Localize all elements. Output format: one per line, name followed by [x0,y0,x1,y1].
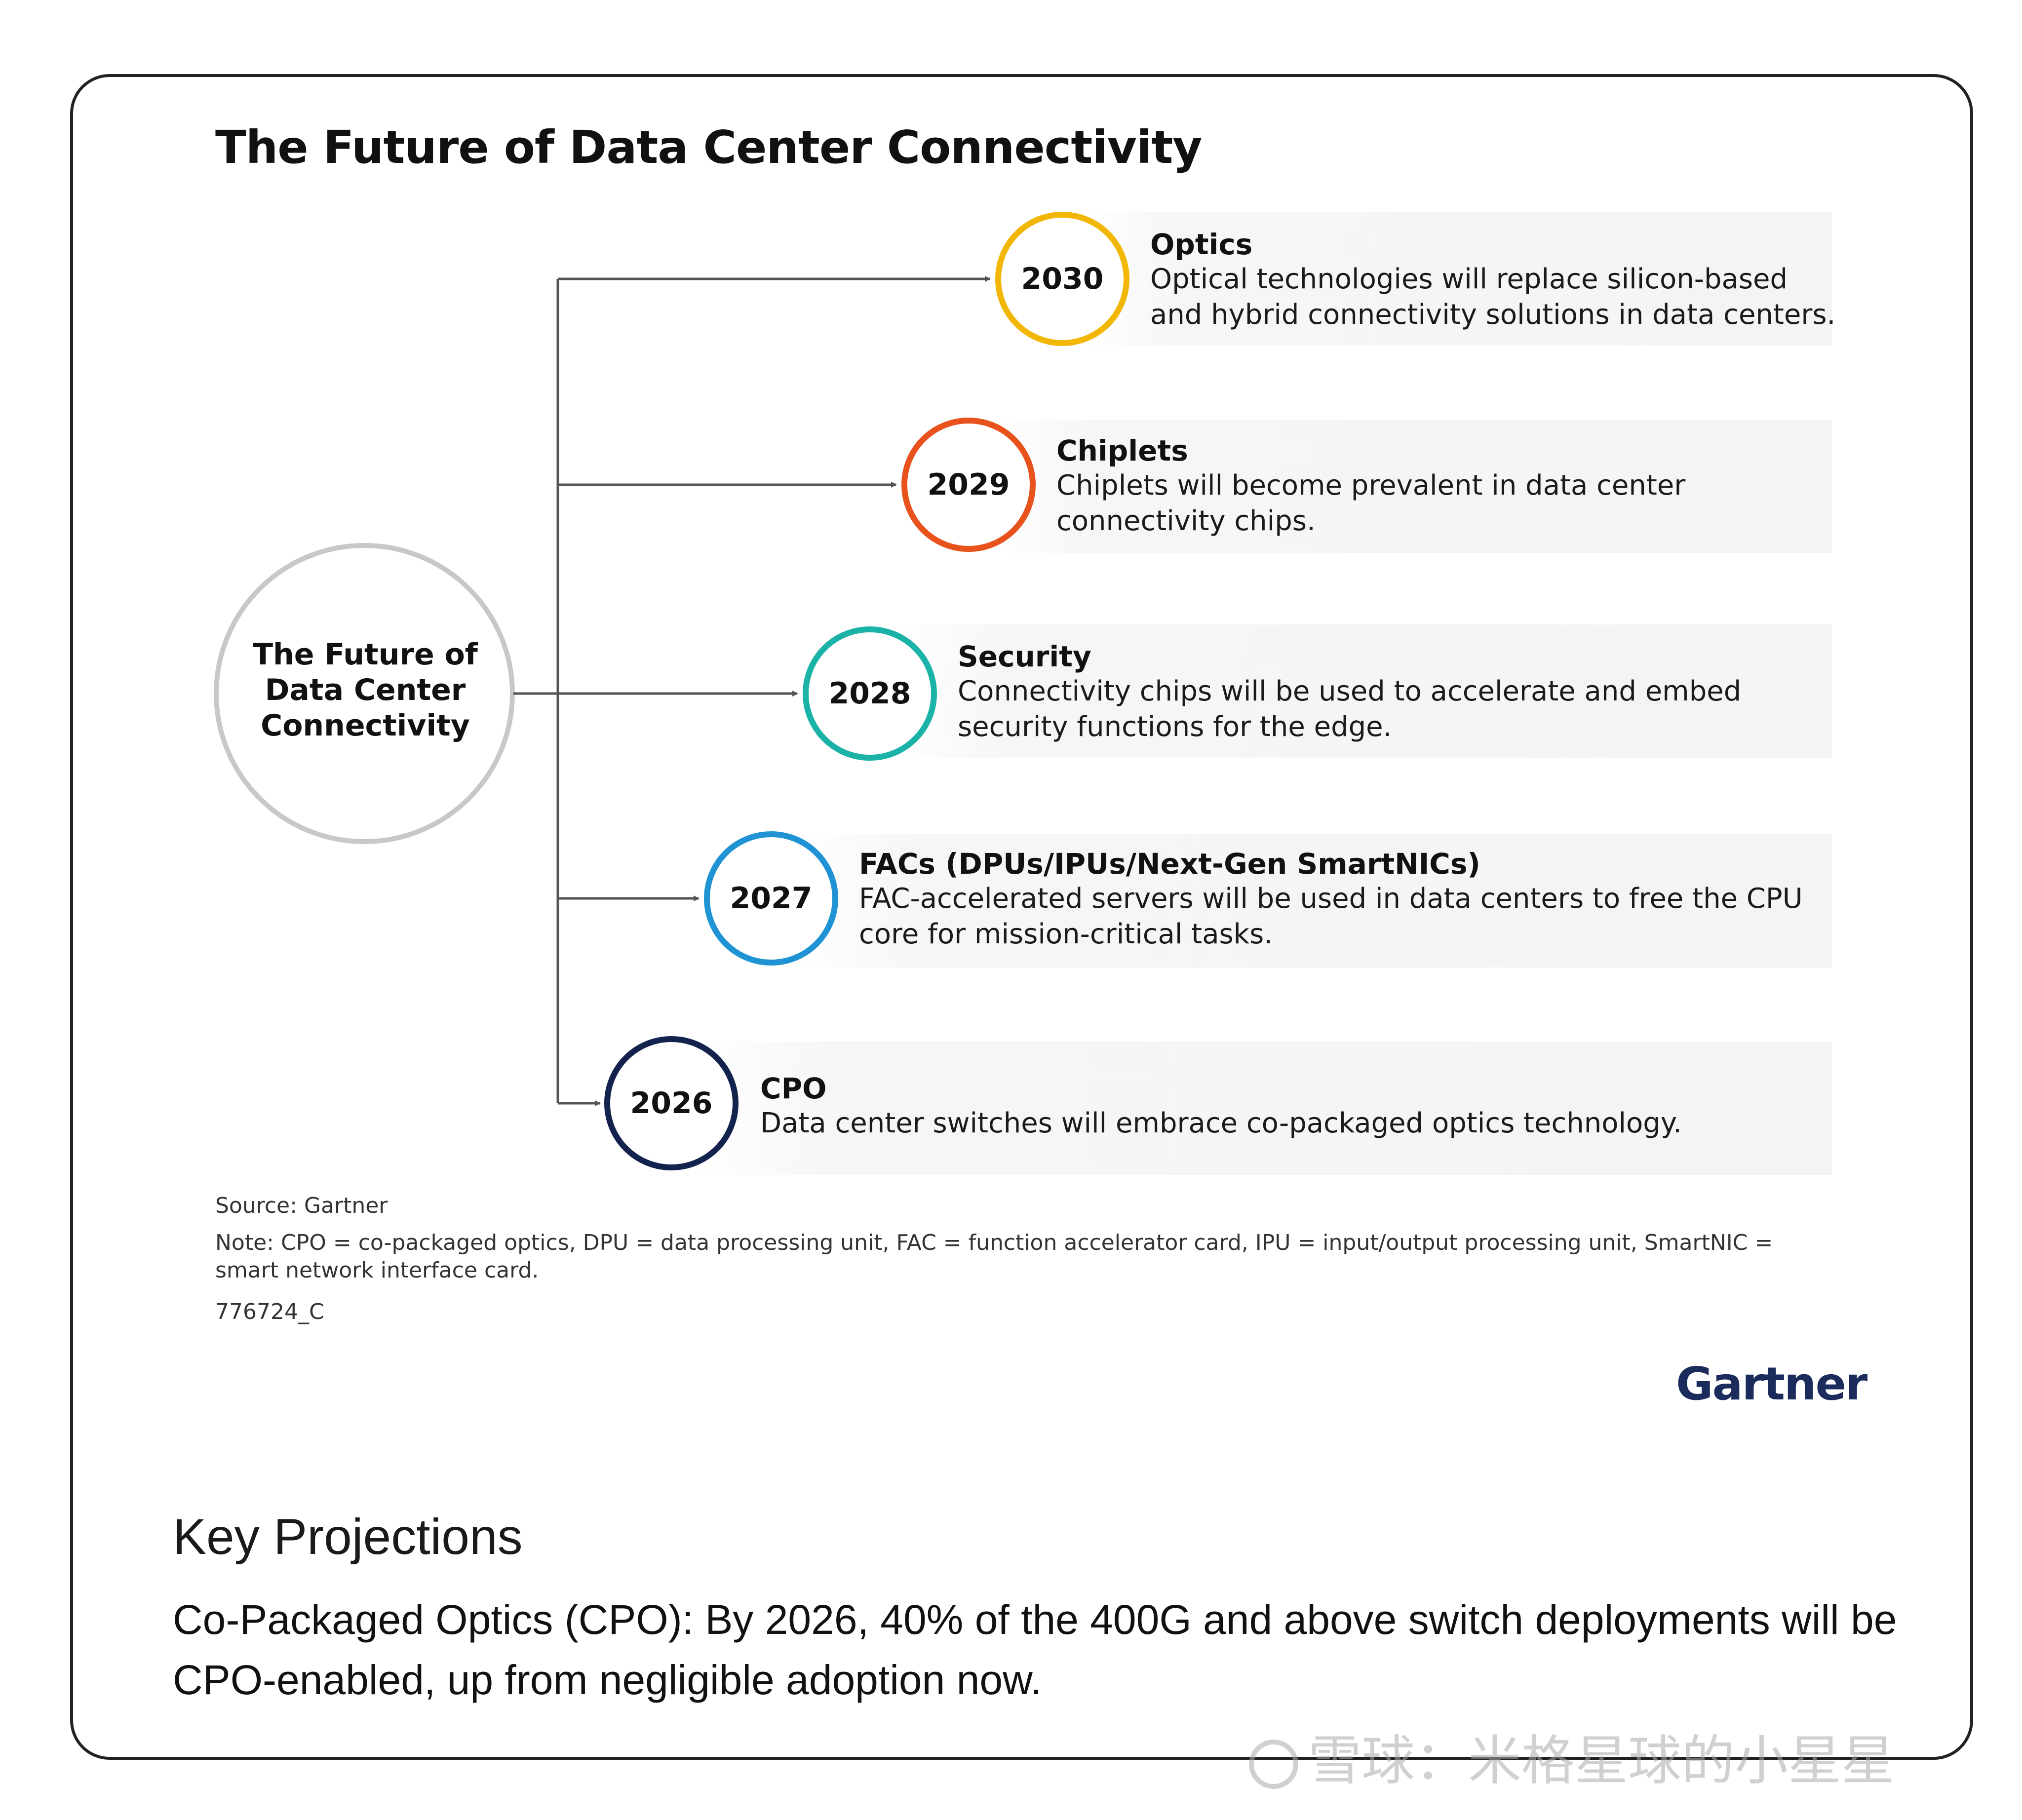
year-label-2026: 2026 [630,1086,713,1121]
item-optics: Optics Optical technologies will replace… [1150,227,1835,333]
item-heading: CPO [760,1072,827,1105]
item-description: Connectivity chips will be used to accel… [958,675,1742,743]
item-band-2028 [894,624,1832,758]
center-label-line: Connectivity [261,708,470,743]
year-label-2030: 2030 [1021,262,1104,296]
center-label: The Future of Data Center Connectivity [217,637,513,743]
item-description: Optical technologies will replace silico… [1150,263,1836,331]
center-circle [214,543,515,844]
center-label-line: The Future of [253,637,478,672]
item-description: Data center switches will embrace co-pac… [760,1107,1682,1139]
center-label-line: Data Center [265,673,466,707]
item-heading: Optics [1150,228,1253,261]
item-band-2026 [696,1042,1832,1175]
document-id: 776724_C [215,1299,324,1324]
item-chiplets: Chiplets Chiplets will become prevalent … [1056,433,1685,539]
abbreviation-note: Note: CPO = co-packaged optics, DPU = da… [215,1230,1773,1283]
year-label-2027: 2027 [730,881,813,916]
item-security: Security Connectivity chips will be used… [958,639,1741,745]
year-label-2029: 2029 [927,467,1010,502]
watermark-text: 雪球：米格星球的小星星 [1308,1730,1895,1792]
year-circle-2028 [803,626,937,761]
item-heading: FACs (DPUs/IPUs/Next-Gen SmartNICs) [859,847,1480,881]
year-circle-2029 [901,418,1036,552]
key-projections-body: Co-Packaged Optics (CPO): By 2026, 40% o… [173,1596,1897,1703]
item-cpo: CPO Data center switches will embrace co… [760,1071,1682,1141]
gartner-logo: Gartner [1676,1357,1867,1410]
watermark: 雪球：米格星球的小星星 [1249,1718,1895,1795]
diagram-title: The Future of Data Center Connectivity [215,121,1202,174]
item-description: Chiplets will become prevalent in data c… [1056,469,1686,537]
source-note: Source: Gartner [215,1193,388,1218]
item-band-2027 [795,834,1832,968]
item-facs: FACs (DPUs/IPUs/Next-Gen SmartNICs) FAC-… [859,847,1803,952]
item-heading: Chiplets [1056,434,1188,467]
year-label-2028: 2028 [828,676,911,711]
year-circle-2030 [995,212,1129,346]
item-band-2030 [1086,212,1832,346]
year-circle-2026 [604,1036,739,1170]
year-circle-2027 [704,831,838,966]
key-projections-heading: Key Projections [173,1509,523,1565]
item-description: FAC-accelerated servers will be used in … [859,883,1803,950]
item-band-2029 [992,420,1832,553]
item-heading: Security [958,640,1091,673]
watermark-logo-icon [1249,1740,1298,1789]
